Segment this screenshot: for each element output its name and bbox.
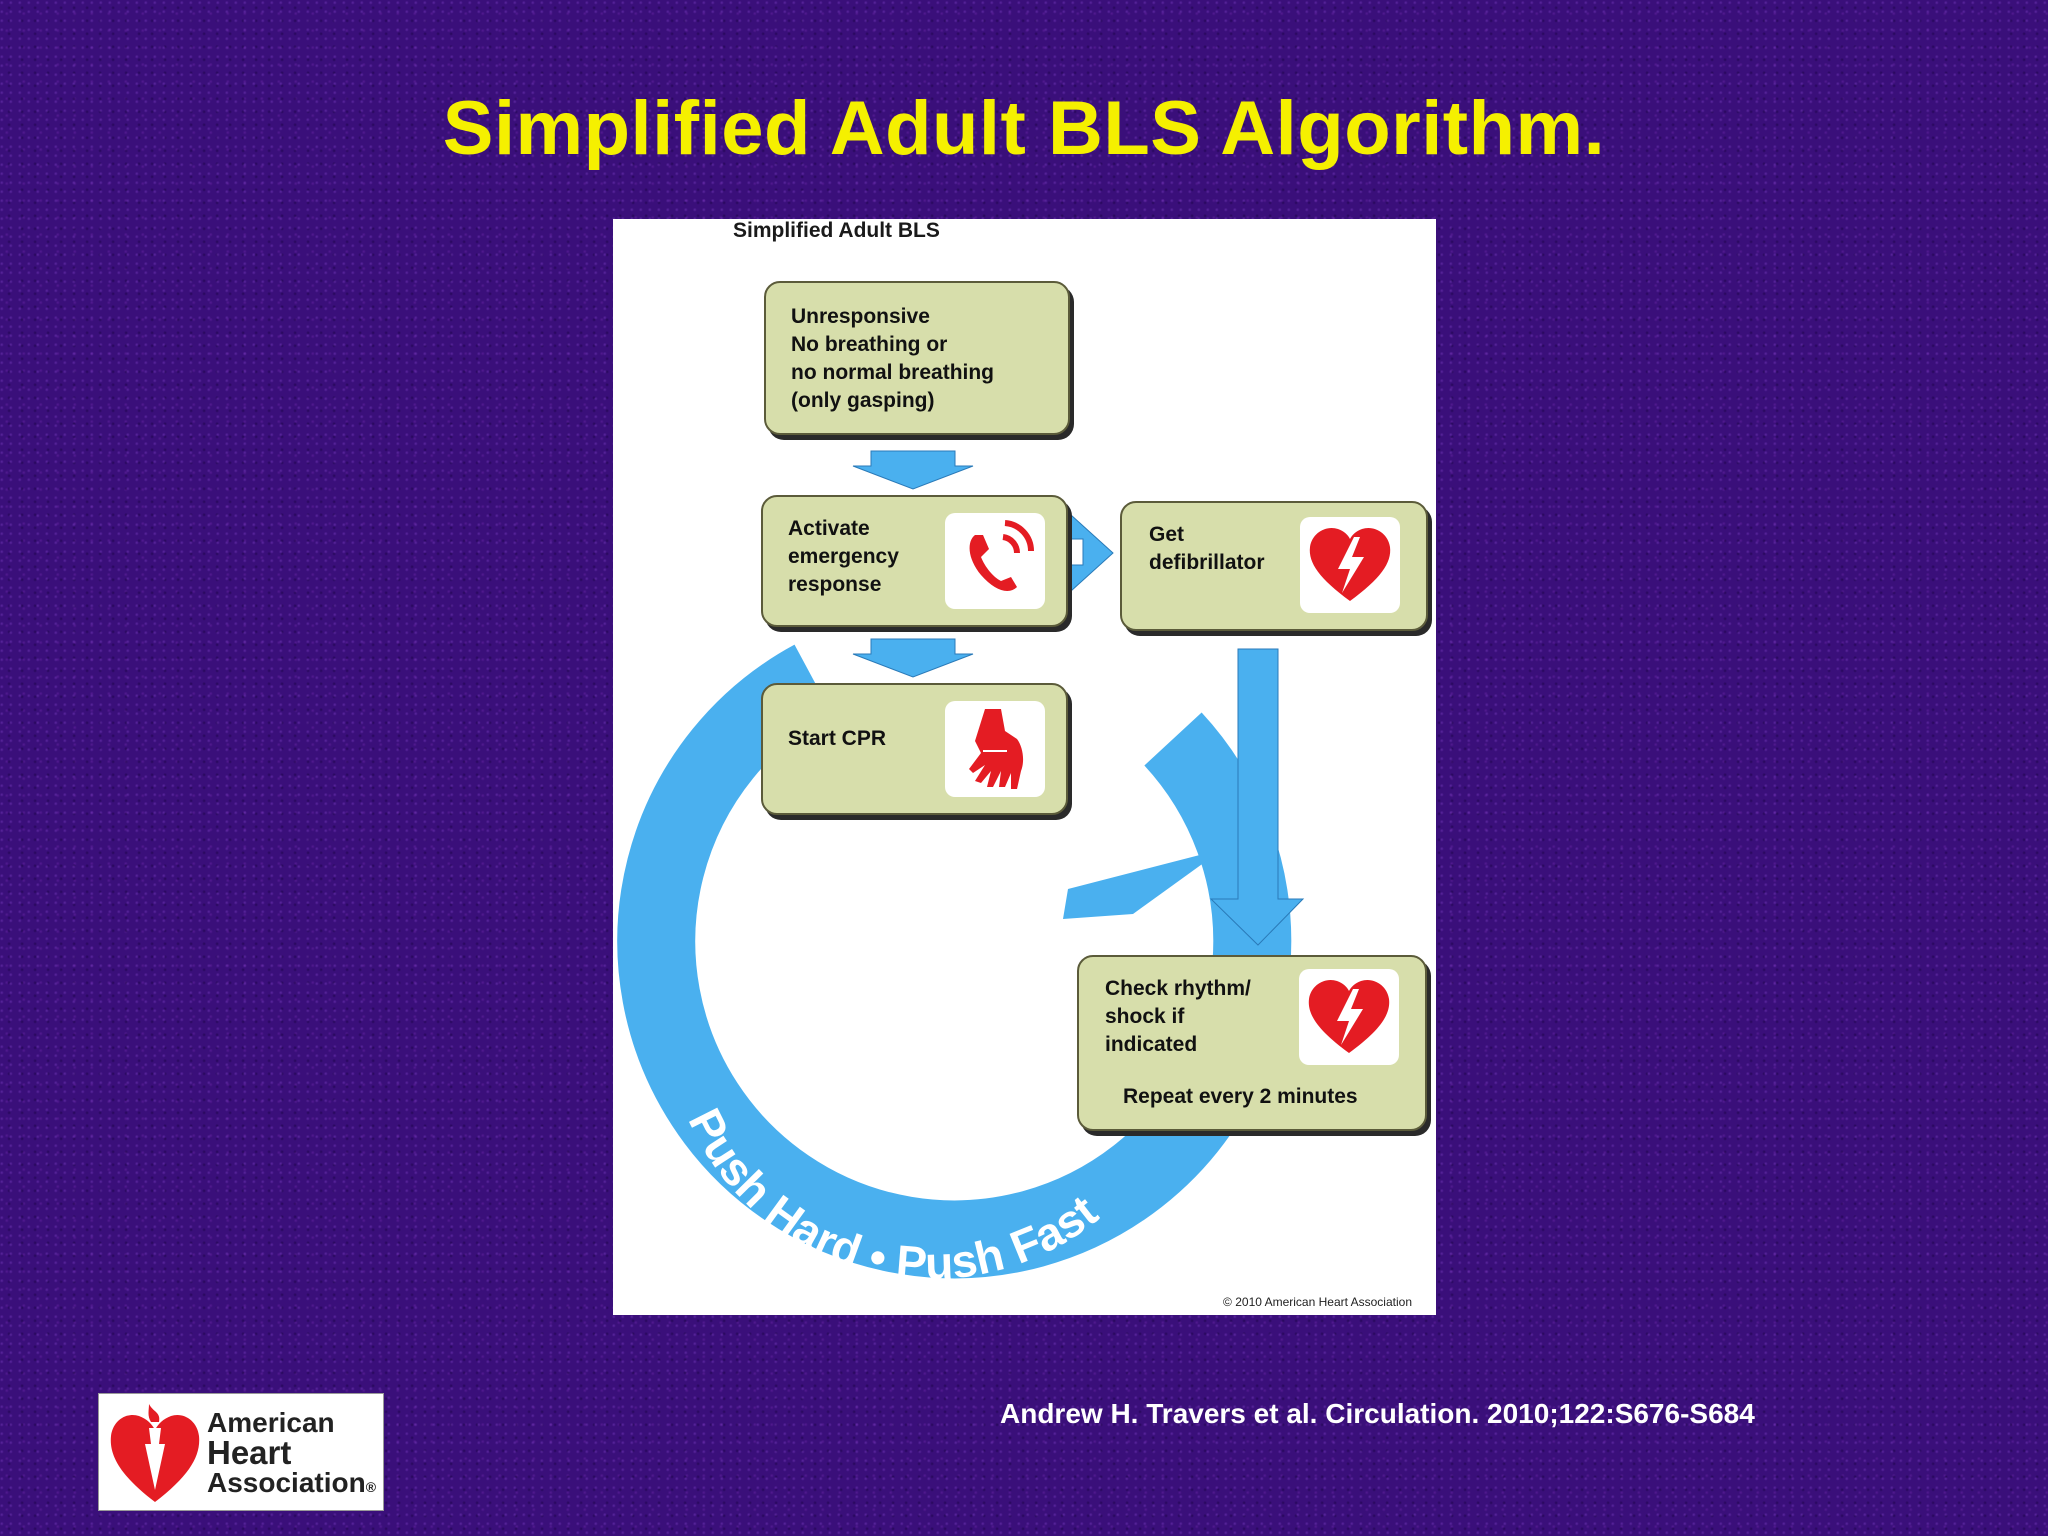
registered-mark: ® (365, 1479, 377, 1495)
step-activate-text: Activate emergency response (788, 517, 899, 596)
step-get-defibrillator: Get defibrillator (1120, 501, 1428, 631)
aha-line1: American (207, 1407, 335, 1438)
step-start-cpr: Start CPR (761, 683, 1068, 815)
step-cpr-text: Start CPR (788, 727, 887, 750)
citation: Andrew H. Travers et al. Circulation. 20… (1000, 1398, 1755, 1429)
step-check-rhythm: Check rhythm/ shock if indicated Repeat … (1077, 955, 1427, 1131)
cpr-hands-icon (945, 701, 1045, 797)
aha-line3: Association® (207, 1467, 377, 1498)
copyright: © 2010 American Heart Association (1223, 1295, 1412, 1309)
heart-shock-icon (1299, 969, 1399, 1065)
step-unresponsive-text: Unresponsive No breathing or no normal b… (791, 305, 995, 412)
arrow-down-right (1209, 648, 1305, 946)
step-unresponsive: Unresponsive No breathing or no normal b… (764, 281, 1070, 435)
aha-wordmark: American Heart Association® (207, 1408, 376, 1502)
step-activate-emergency: Activate emergency response (761, 495, 1068, 627)
bls-diagram: Push Hard • Push Fast Simplified Adult B… (613, 219, 1436, 1315)
arrow-down-1 (852, 450, 974, 490)
phone-icon (945, 513, 1045, 609)
arrow-down-2 (852, 638, 974, 678)
arrow-right (1070, 513, 1114, 593)
slide-title: Simplified Adult BLS Algorithm. (442, 86, 1606, 171)
diagram-heading: Simplified Adult BLS (733, 219, 940, 242)
step-defibrillator-text: Get defibrillator (1149, 523, 1265, 574)
aha-line2: Heart (207, 1434, 292, 1471)
heart-shock-icon (1300, 517, 1400, 613)
heart-torch-icon (110, 1404, 200, 1502)
repeat-text: Repeat every 2 minutes (1123, 1085, 1358, 1108)
aha-logo: American Heart Association® (98, 1393, 384, 1511)
loop-arrowhead (1063, 849, 1223, 919)
step-rhythm-text: Check rhythm/ shock if indicated (1105, 977, 1251, 1056)
